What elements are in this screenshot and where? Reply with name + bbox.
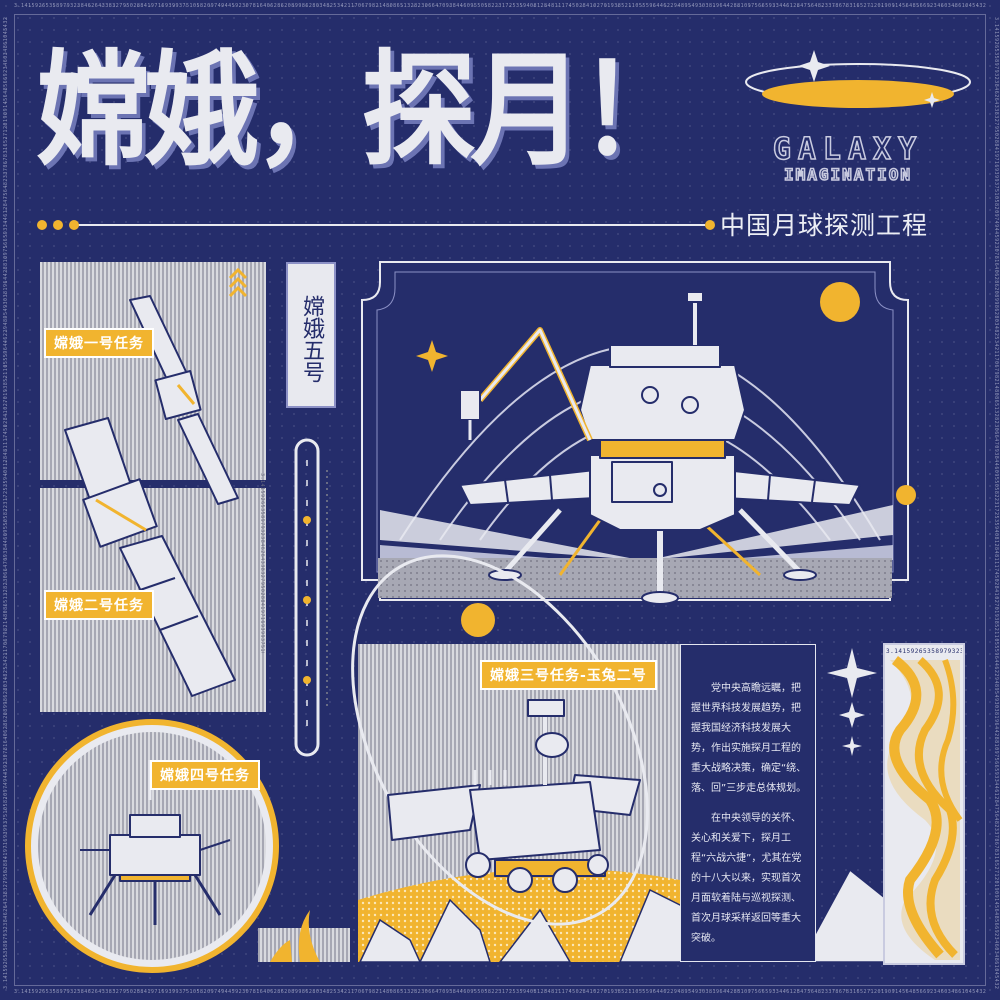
wavy-stripe-box [883,643,965,965]
change5-label: 嫦娥五号 [286,262,336,408]
subtitle: 中国月球探测工程 [720,211,929,240]
vertical-track [294,438,330,757]
wave-block [258,910,350,962]
change1-orbiter-illustration [129,295,239,505]
galaxy-line1: GALAXY [772,132,924,167]
galaxy-badge: GALAXY IMAGINATION [748,132,948,185]
yutu2-rover-illustration [387,699,641,893]
description-box: 党中央高瞻远瞩，把握世界科技发展趋势，把握我国经济科技发展大势，作出实施探月工程… [680,644,816,962]
change4-lander-illustration [80,760,231,925]
galaxy-line2: IMAGINATION [783,165,912,185]
header-rule [37,220,715,230]
chevron-up-icon [228,267,248,298]
description-paragraph-2: 在中央领导的关怀、关心和关爱下，探月工程“六战六捷”，尤其在党的十八大以来，实现… [691,813,802,944]
change1-tag: 嫦娥一号任务 [44,328,154,358]
pi-strip-bottom: 3.14159265358979323846264338327950288419… [14,989,986,995]
pi-strip-top: 3.14159265358979323846264338327950288419… [14,3,986,9]
description-paragraph-1: 党中央高瞻远瞩，把握世界科技发展趋势，把握我国经济科技发展大势，作出实施探月工程… [691,683,807,794]
page-title: 嫦娥，探月！ [36,39,693,183]
change2-orbiter-illustration [64,417,236,697]
change4-tag: 嫦娥四号任务 [150,760,260,790]
planet-icon [461,603,495,637]
frame-border [14,14,986,986]
change5-lander-illustration [459,291,861,605]
stripe-box-number: 3.1415926535897932384 [886,648,962,655]
side-number-strip: 3.14159265358979323846264338327950288419… [259,473,265,653]
sparkle-icon [827,648,877,756]
moon-orbit-icon [745,50,971,108]
change3-tag: 嫦娥三号任务-玉兔二号 [480,660,657,690]
change2-tag: 嫦娥二号任务 [44,590,154,620]
